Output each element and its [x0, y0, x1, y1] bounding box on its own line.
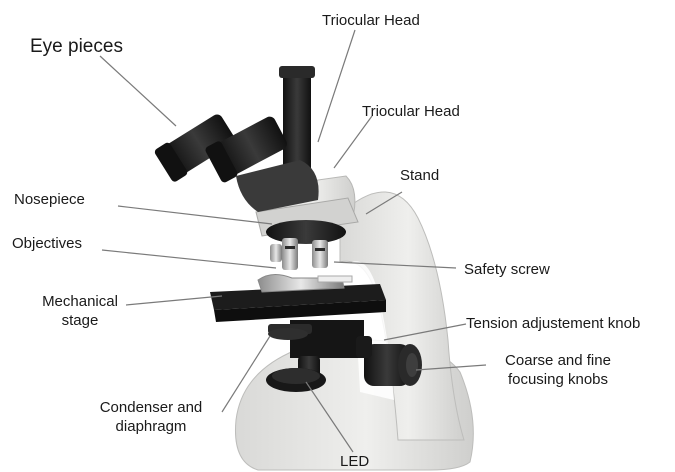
label-mechanical-stage-line-1: Mechanical	[30, 292, 130, 311]
label-mechanical-stage: Mechanical stage	[30, 292, 130, 330]
label-tension-knob: Tension adjustement knob	[466, 314, 640, 333]
label-triocular-head: Triocular Head	[362, 102, 460, 121]
label-nosepiece: Nosepiece	[14, 190, 85, 209]
label-led: LED	[340, 452, 369, 471]
label-condenser-line-2: diaphragm	[86, 417, 216, 436]
condenser	[268, 328, 308, 340]
label-objectives: Objectives	[12, 234, 82, 253]
objective-lens-3	[270, 244, 282, 262]
nosepiece-turret	[266, 220, 346, 244]
label-mechanical-stage-line-2: stage	[30, 311, 130, 330]
label-triocular-head-top: Triocular Head	[322, 11, 420, 30]
label-focusing-knobs: Coarse and fine focusing knobs	[488, 351, 628, 389]
label-eye-pieces: Eye pieces	[30, 36, 123, 58]
label-stand: Stand	[400, 166, 439, 185]
objective-lens-2	[312, 240, 328, 268]
label-focusing-knobs-line-2: focusing knobs	[488, 370, 628, 389]
label-condenser-line-1: Condenser and	[86, 398, 216, 417]
objective-lens-1	[282, 238, 298, 270]
focus-knob	[364, 344, 422, 386]
label-condenser: Condenser and diaphragm	[86, 398, 216, 436]
label-safety-screw: Safety screw	[464, 260, 550, 279]
label-focusing-knobs-line-1: Coarse and fine	[488, 351, 628, 370]
